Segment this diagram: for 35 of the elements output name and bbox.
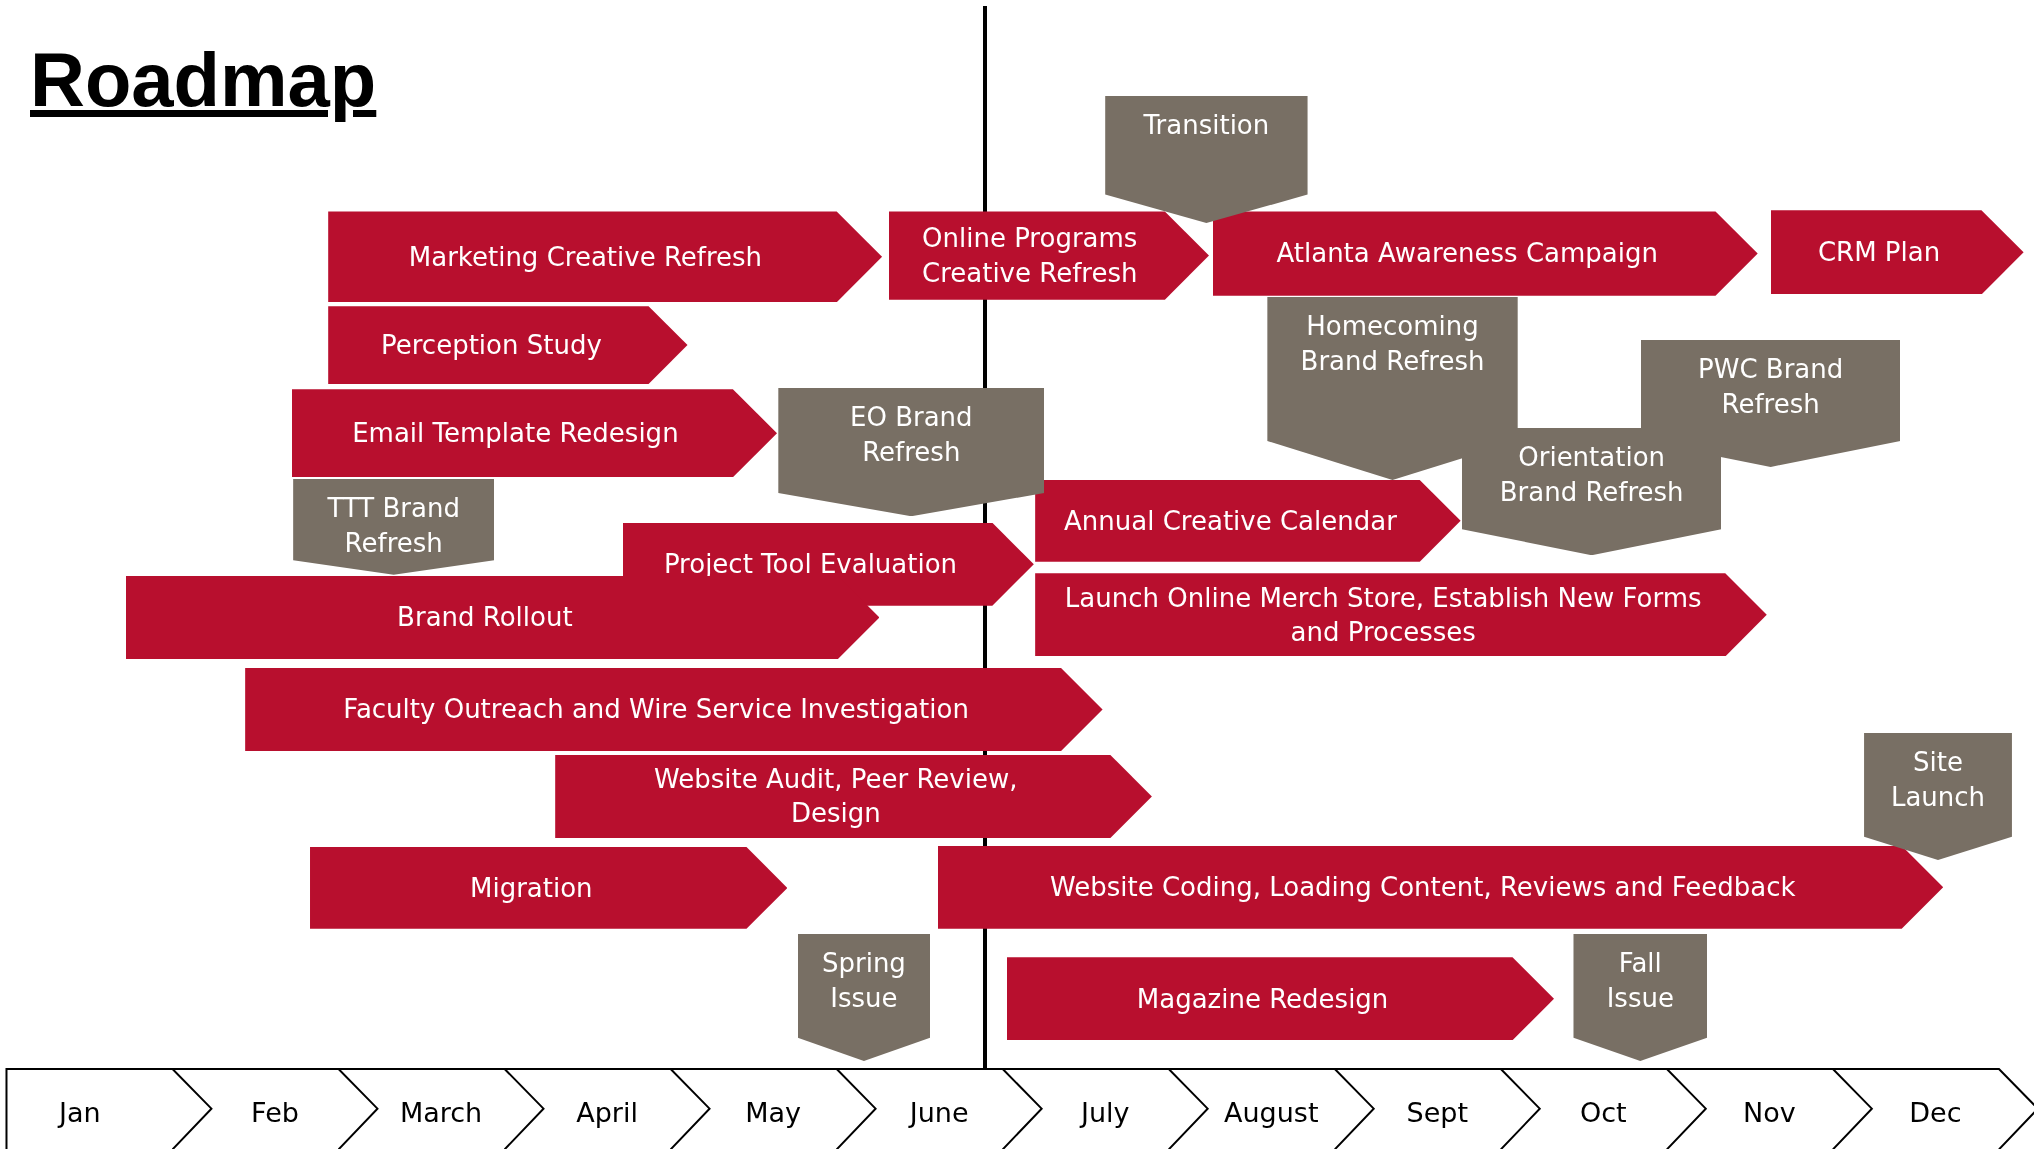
milestone-callout: Orientation Brand Refresh — [1461, 428, 1722, 556]
month-label: Nov — [1709, 1073, 1829, 1143]
task-bar: Brand Rollout — [125, 575, 880, 659]
milestone-callout: Spring Issue — [797, 933, 931, 1062]
task-bar: Website Audit, Peer Review, Design — [555, 754, 1152, 838]
month-label: May — [713, 1073, 833, 1143]
month-label: Feb — [215, 1073, 335, 1143]
month-label: August — [1211, 1073, 1331, 1143]
month-label: April — [547, 1073, 667, 1143]
task-bar: Faculty Outreach and Wire Service Investigation — [245, 668, 1103, 752]
month-label: Oct — [1543, 1073, 1663, 1143]
milestone-callout: Transition — [1105, 96, 1308, 224]
task-bar: Migration — [310, 847, 788, 929]
task-bar: Annual Creative Calendar — [1035, 479, 1461, 562]
task-bar: Atlanta Awareness Campaign — [1212, 211, 1758, 296]
task-bar: CRM Plan — [1770, 210, 2024, 295]
month-label: Dec — [1875, 1073, 1995, 1143]
task-bar: Magazine Redesign — [1006, 957, 1554, 1041]
month-label: Jan — [10, 1073, 150, 1143]
task-bar: Launch Online Merch Store, Establish New Forms and Processes — [1035, 573, 1767, 657]
task-bar: Marketing Creative Refresh — [328, 211, 883, 303]
task-bar: Online Programs Creative Refresh — [888, 211, 1209, 300]
milestone-callout: Site Launch — [1864, 732, 2012, 861]
task-bar: Email Template Redesign — [291, 389, 777, 478]
task-bar: Website Coding, Loading Content, Reviews and Feedback — [937, 845, 1944, 929]
month-label: July — [1045, 1073, 1165, 1143]
milestone-callout: Homecoming Brand Refresh — [1267, 297, 1518, 480]
month-label: March — [381, 1073, 501, 1143]
milestone-callout: Fall Issue — [1573, 933, 1708, 1062]
task-bar: Perception Study — [328, 306, 688, 384]
month-label: Sept — [1377, 1073, 1497, 1143]
milestone-callout: TTT Brand Refresh — [293, 478, 495, 575]
month-label: June — [879, 1073, 999, 1143]
title: Roadmap — [30, 36, 377, 123]
milestone-callout: EO Brand Refresh — [778, 387, 1045, 517]
